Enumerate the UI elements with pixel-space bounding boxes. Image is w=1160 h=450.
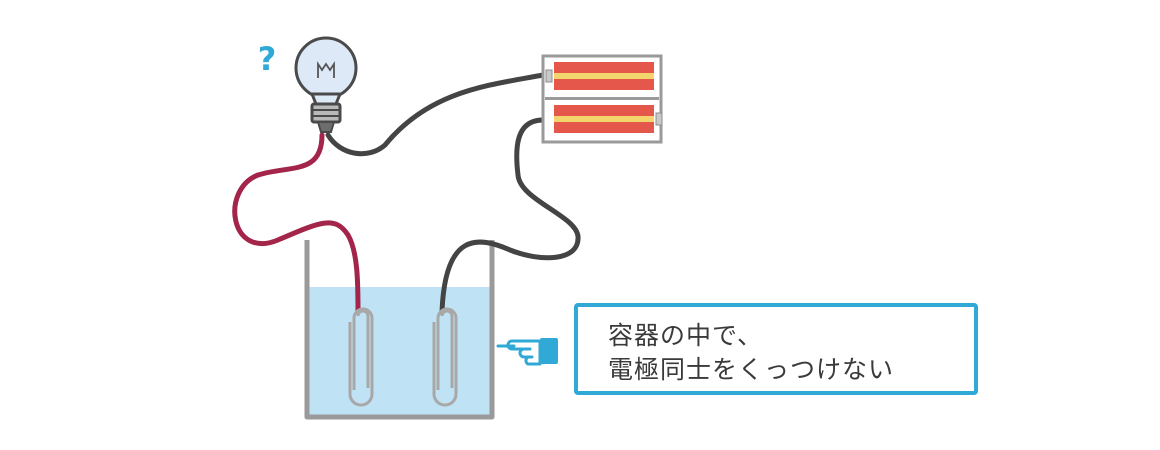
paperclip-electrode-left: [348, 307, 374, 407]
red-wire: [232, 132, 361, 315]
black-wire-top: [325, 72, 546, 157]
note-line-1: 容器の中で、: [608, 321, 764, 350]
pointing-hand-icon: [496, 338, 558, 366]
question-icon: ?: [258, 40, 277, 78]
light-bulb-icon: [294, 36, 358, 133]
black-wire-bottom: [439, 117, 581, 315]
paperclip-electrode-right: [432, 307, 458, 407]
beaker-water: [309, 287, 490, 415]
note-line-2: 電極同士をくっつけない: [608, 355, 895, 384]
beaker-icon: [304, 240, 495, 420]
battery-holder-icon: [541, 54, 663, 144]
note-box: 容器の中で、 電極同士をくっつけない: [574, 303, 978, 395]
